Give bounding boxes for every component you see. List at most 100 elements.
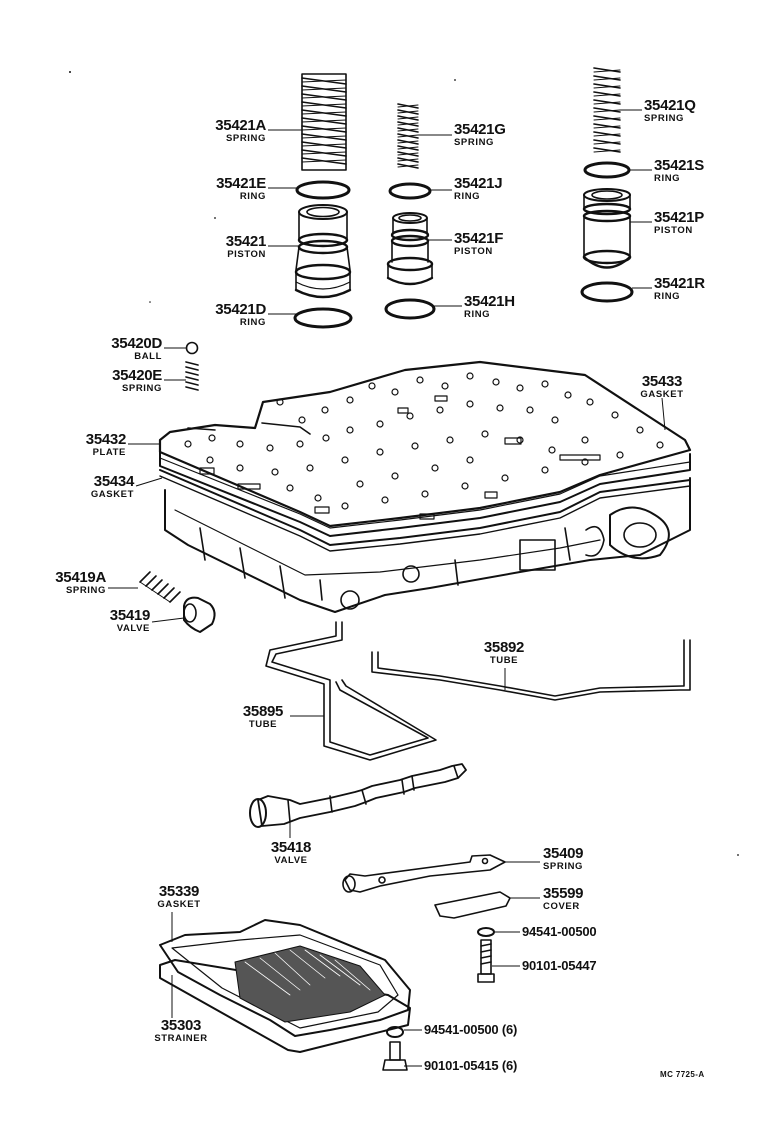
part-name: SPRING [543, 861, 584, 872]
part-name: SPRING [454, 137, 495, 148]
valve-35418 [249, 763, 467, 828]
part-name: PLATE [92, 447, 126, 458]
piston-35421p [582, 188, 632, 269]
label-35421r: 35421R RING [654, 276, 705, 302]
part-number: 35421R [654, 275, 705, 292]
part-name: RING [239, 191, 266, 202]
label-35421j: 35421J RING [454, 175, 503, 202]
part-number: 35892 [483, 639, 525, 656]
part-number: 35421D [215, 301, 266, 318]
spring-35409 [342, 854, 506, 893]
part-number: 35421H [464, 293, 515, 310]
ring-35421s [583, 161, 631, 179]
part-number: 35421F [454, 230, 504, 247]
part-number: 35421J [454, 175, 503, 192]
label-35433: 35433 GASKET [630, 374, 694, 400]
label-35432: 35432 PLATE [66, 431, 127, 458]
spring-35421g [397, 103, 419, 169]
label-35421h: 35421H RING [464, 294, 515, 320]
gasket-35434 [159, 469, 691, 552]
leader-35432 [128, 443, 161, 456]
spring-35419a [139, 571, 181, 603]
ring-35421e [295, 180, 351, 200]
label-35895: 35895 TUBE [236, 704, 290, 730]
part-number: 35432 [85, 431, 127, 448]
part-number: 35433 [641, 373, 683, 390]
cover-35599 [434, 891, 511, 919]
label-35434: 35434 GASKET [66, 474, 134, 500]
part-number: 35421P [654, 209, 704, 226]
ring-35421j [388, 182, 432, 200]
part-number: 35434 [93, 473, 135, 490]
part-name: SPRING [225, 133, 266, 144]
gasket-holes [184, 372, 664, 520]
part-name: TUBE [489, 655, 519, 666]
part-number: 35421A [215, 117, 266, 134]
part-number: 35420D [111, 335, 162, 352]
part-name: RING [454, 191, 481, 202]
label-35303: 35303 STRAINER [146, 1018, 216, 1044]
label-35421f: 35421F PISTON [454, 231, 503, 257]
ring-35421h [384, 298, 436, 320]
part-number: 35418 [270, 839, 312, 856]
label-35409: 35409 SPRING [543, 845, 584, 872]
part-number: 35409 [543, 845, 584, 862]
label-90101-05447: 90101-05447 [522, 958, 597, 973]
part-name: GASKET [640, 389, 684, 400]
gasket-35433 [158, 360, 692, 528]
spring-35421q [593, 67, 621, 153]
valve-35419 [183, 596, 216, 633]
part-name: RING [239, 317, 266, 328]
part-name: BALL [134, 351, 162, 362]
part-name: RING [464, 309, 491, 320]
part-name: PISTON [227, 249, 266, 260]
part-name: RING [654, 173, 681, 184]
ring-35421d [293, 307, 353, 329]
label-35420d: 35420D BALL [90, 336, 162, 362]
part-number: 35421S [654, 157, 704, 174]
part-name: VALVE [274, 855, 308, 866]
part-name: PISTON [654, 225, 693, 236]
part-name: VALVE [116, 623, 150, 634]
tube-35892 [371, 639, 691, 701]
part-number: 35303 [160, 1017, 202, 1034]
part-name: RING [654, 291, 681, 302]
label-35421e: 35421E RING [190, 176, 266, 202]
piston-35421 [294, 204, 352, 299]
washer-94541-00500-x6 [386, 1026, 404, 1038]
leader-35433 [661, 397, 666, 431]
part-number: 35420E [112, 367, 162, 384]
part-number: 35421 [225, 233, 267, 250]
part-name: PISTON [454, 246, 493, 257]
part-name: SPRING [644, 113, 685, 124]
ball-35420d [185, 341, 199, 355]
part-number: 35421Q [644, 97, 696, 114]
piston-35421f [386, 212, 434, 286]
label-90101-05415-x6: 90101-05415 (6) [424, 1058, 518, 1073]
part-name: SPRING [121, 383, 162, 394]
leader-35434 [135, 477, 163, 487]
label-35599: 35599 COVER [543, 886, 584, 912]
label-35421a: 35421A SPRING [190, 118, 266, 144]
bolt-90101-05415-x6 [382, 1041, 408, 1071]
part-name: TUBE [248, 719, 278, 730]
bolt-90101-05447 [477, 939, 495, 983]
label-94541-00500: 94541-00500 [522, 924, 597, 939]
tube-35895 [265, 621, 437, 761]
part-name: GASKET [90, 489, 134, 500]
washer-94541-00500 [477, 927, 495, 937]
print-specks [69, 71, 739, 856]
label-35339: 35339 GASKET [148, 884, 210, 910]
valve-body [164, 477, 691, 613]
part-name: STRAINER [154, 1033, 208, 1044]
label-35420e: 35420E SPRING [90, 368, 162, 394]
label-35421q: 35421Q SPRING [644, 98, 696, 124]
part-number: 35419 [109, 607, 151, 624]
label-35419a: 35419A SPRING [36, 570, 106, 596]
label-35421g: 35421G SPRING [454, 122, 506, 148]
part-number: 35895 [242, 703, 284, 720]
figure-code: MC 7725-A [660, 1070, 705, 1079]
label-35421: 35421 PISTON [190, 233, 267, 260]
label-35418: 35418 VALVE [262, 840, 320, 866]
